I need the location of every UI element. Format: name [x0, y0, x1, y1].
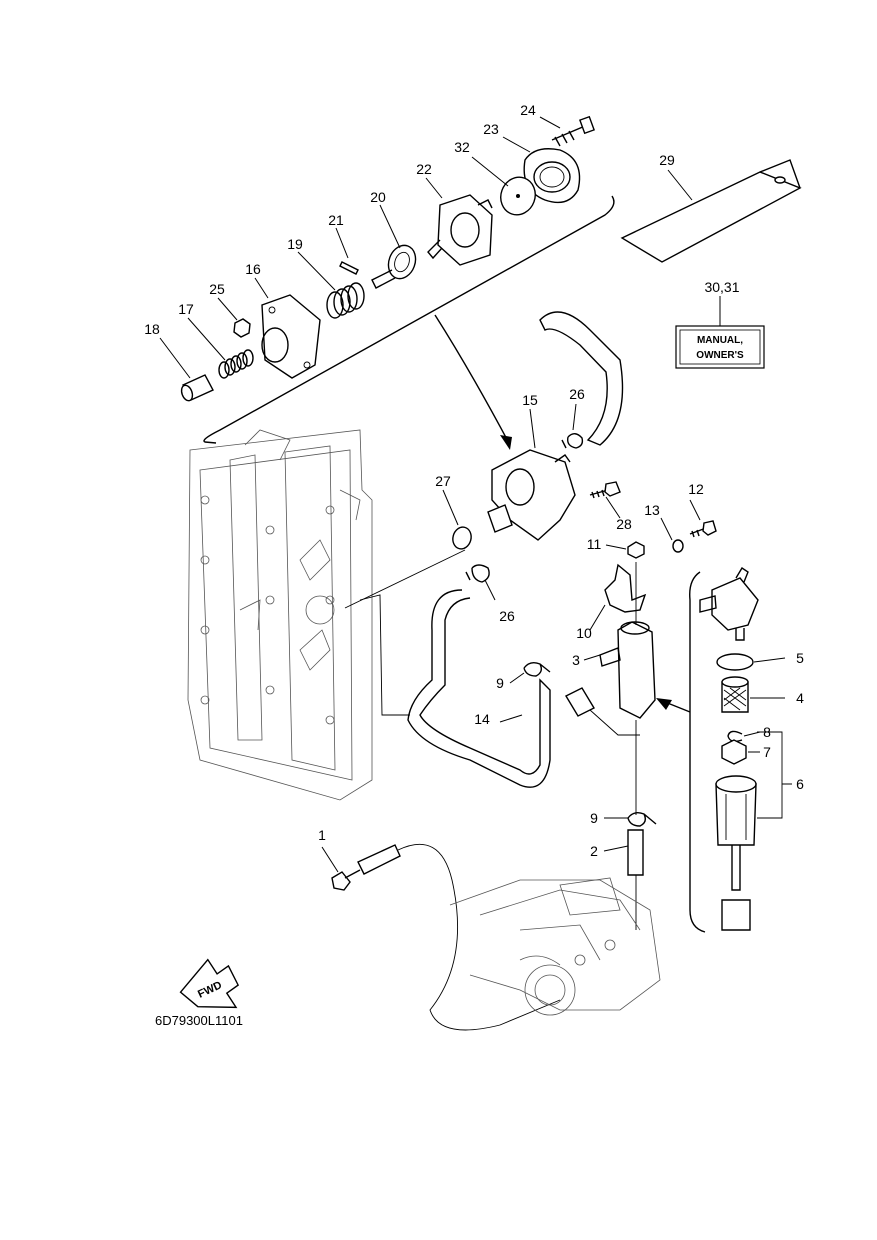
part-12-bolt	[689, 520, 717, 538]
callout-16: 16	[245, 261, 261, 277]
callout-20: 20	[370, 189, 386, 205]
callout-17: 17	[178, 301, 194, 317]
callout-7: 7	[763, 744, 771, 760]
part-15-fuel-pump-assembly	[487, 449, 576, 541]
part-5-o-ring	[716, 653, 754, 671]
callout-9-upper: 9	[496, 675, 504, 691]
callout-21: 21	[328, 212, 344, 228]
callout-8: 8	[763, 724, 771, 740]
callout-15: 15	[522, 392, 538, 408]
callout-labels: 24 23 32 22 20 21 19 16 25 17 18 29 30,3…	[144, 102, 804, 859]
part-26-clip-lower	[465, 564, 490, 583]
engine-block	[187, 429, 373, 801]
part-18-piston	[180, 374, 214, 402]
part-28-bolt	[589, 481, 621, 499]
callout-19: 19	[287, 236, 303, 252]
part-filter-top-valve	[699, 567, 759, 641]
part-2-tube	[627, 829, 644, 876]
callout-2: 2	[590, 843, 598, 859]
callout-1: 1	[318, 827, 326, 843]
part-21-pin	[339, 261, 359, 275]
part-11-nut	[627, 541, 645, 559]
part-6-filter-cup	[715, 775, 757, 931]
callout-4: 4	[796, 690, 804, 706]
callout-3: 3	[572, 652, 580, 668]
part-6-group-bracket	[757, 731, 792, 819]
part-32-diaphragm	[500, 176, 536, 216]
sensor-connector	[565, 687, 595, 717]
part-13-washer	[672, 539, 684, 553]
callout-27: 27	[435, 473, 451, 489]
callout-23: 23	[483, 121, 499, 137]
lower-engine-housing	[449, 877, 661, 1016]
part-3-fuel-filter-assembly	[599, 621, 656, 719]
callout-28: 28	[616, 516, 632, 532]
callout-10: 10	[576, 625, 592, 641]
part-22-pump-body	[427, 194, 493, 266]
callout-22: 22	[416, 161, 432, 177]
part-9-clip-upper	[523, 661, 551, 677]
part-27-o-ring	[452, 526, 472, 550]
part-16-pump-housing	[261, 294, 321, 379]
callout-18: 18	[144, 321, 160, 337]
manual-owners-box: MANUAL, OWNER'S	[675, 325, 765, 369]
pointer-arrowhead	[500, 435, 512, 450]
subassembly-bracket	[203, 195, 615, 444]
part-25-nut	[233, 318, 251, 338]
fuel-hose-upper	[539, 311, 624, 446]
callout-25: 25	[209, 281, 225, 297]
callout-11: 11	[587, 536, 602, 552]
callout-26-lower: 26	[499, 608, 515, 624]
part-17-spring	[218, 349, 254, 379]
part-19-spring	[326, 282, 365, 319]
part-24-screw	[551, 115, 595, 147]
callout-14: 14	[474, 711, 490, 727]
part-29-pouch	[620, 159, 802, 263]
callout-24: 24	[520, 102, 536, 118]
fuel-hose-sensor-wire	[589, 709, 640, 736]
manual-line-2: OWNER'S	[696, 350, 744, 361]
fuel-line-to-engine	[397, 843, 561, 1031]
part-10-bracket	[604, 563, 647, 613]
part-20-plunger	[371, 244, 417, 289]
fuel-hose-14	[407, 589, 551, 788]
callout-30-31: 30,31	[704, 279, 739, 295]
callout-29: 29	[659, 152, 675, 168]
part-1-fitting	[331, 844, 401, 891]
subassembly-pointer-arrow	[434, 314, 511, 446]
callout-9-lower: 9	[590, 810, 598, 826]
callout-13: 13	[644, 502, 660, 518]
part-4-strainer	[721, 676, 749, 713]
callout-26-upper: 26	[569, 386, 585, 402]
fwd-arrow: FWD	[179, 958, 240, 1009]
callout-32: 32	[454, 139, 470, 155]
part-26-clip-upper	[561, 433, 584, 449]
manual-line-1: MANUAL,	[697, 335, 743, 346]
callout-5: 5	[796, 650, 804, 666]
part-9-clip-lower	[627, 811, 657, 827]
part-7-nut	[721, 739, 747, 765]
diagram-code: 6D79300L1101	[155, 1013, 243, 1028]
filter-subassembly-bracket	[689, 571, 706, 933]
leader-lines	[159, 116, 786, 873]
callout-12: 12	[688, 481, 704, 497]
callout-6: 6	[796, 776, 804, 792]
